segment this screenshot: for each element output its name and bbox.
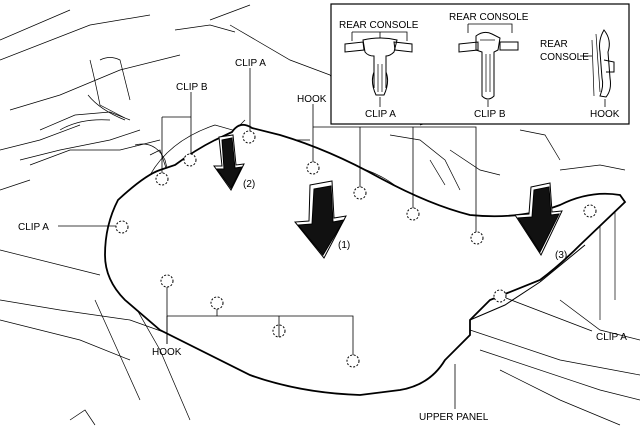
callout-clip-a-right: CLIP A [596, 332, 627, 343]
upper-panel [104, 123, 627, 396]
removal-arrows [213, 134, 563, 259]
clip-a-detail: REAR CONSOLE CLIP A [339, 20, 419, 120]
step-label-2: (2) [243, 179, 255, 190]
clip-detail-inset: REAR CONSOLE CLIP A REAR CONSOLE CLIP B … [330, 3, 630, 125]
clip-a-marker [583, 204, 597, 218]
callout-upper-panel: UPPER PANEL [419, 412, 489, 423]
hook-detail: REAR CONSOLE HOOK [540, 29, 620, 120]
hook-marker [160, 274, 174, 288]
inset-hook-bottom-label: HOOK [590, 109, 620, 120]
step-label-1: (1) [338, 240, 350, 251]
callout-hook-bottom: HOOK [152, 347, 182, 358]
hook-marker [406, 207, 420, 221]
callout-clip-a-top: CLIP A [235, 58, 266, 69]
clip-a-marker [115, 220, 129, 234]
hook-marker [353, 186, 367, 200]
arrow-step-1 [294, 180, 347, 259]
hook-marker [470, 231, 484, 245]
clip-b-marker [183, 153, 197, 167]
clip-b-detail: REAR CONSOLE CLIP B [449, 12, 529, 120]
inset-clip-a-bottom-label: CLIP A [365, 109, 396, 120]
clip-a-marker [242, 130, 256, 144]
hook-marker [346, 354, 360, 368]
hook-marker [210, 296, 224, 310]
step-label-3: (3) [555, 250, 567, 261]
clip-b-marker [155, 172, 169, 186]
inset-hook-top-label-1: REAR [540, 39, 568, 50]
callout-leaders [58, 68, 593, 409]
arrow-step-3 [514, 182, 563, 257]
inset-clip-b-bottom-label: CLIP B [474, 109, 506, 120]
callout-labels: CLIP B CLIP A HOOK CLIP A CLIP A HOOK UP… [18, 58, 627, 423]
hook-marker [306, 161, 320, 175]
callout-clip-b: CLIP B [176, 82, 208, 93]
callout-hook-top: HOOK [297, 94, 327, 105]
inset-clip-a-top-label: REAR CONSOLE [339, 20, 419, 31]
clip-a-marker [493, 289, 507, 303]
inset-hook-top-label-2: CONSOLE [540, 52, 589, 63]
vehicle-interior-background [0, 4, 640, 426]
callout-clip-a-left: CLIP A [18, 222, 49, 233]
inset-clip-b-top-label: REAR CONSOLE [449, 12, 529, 23]
arrow-step-2 [213, 134, 245, 191]
